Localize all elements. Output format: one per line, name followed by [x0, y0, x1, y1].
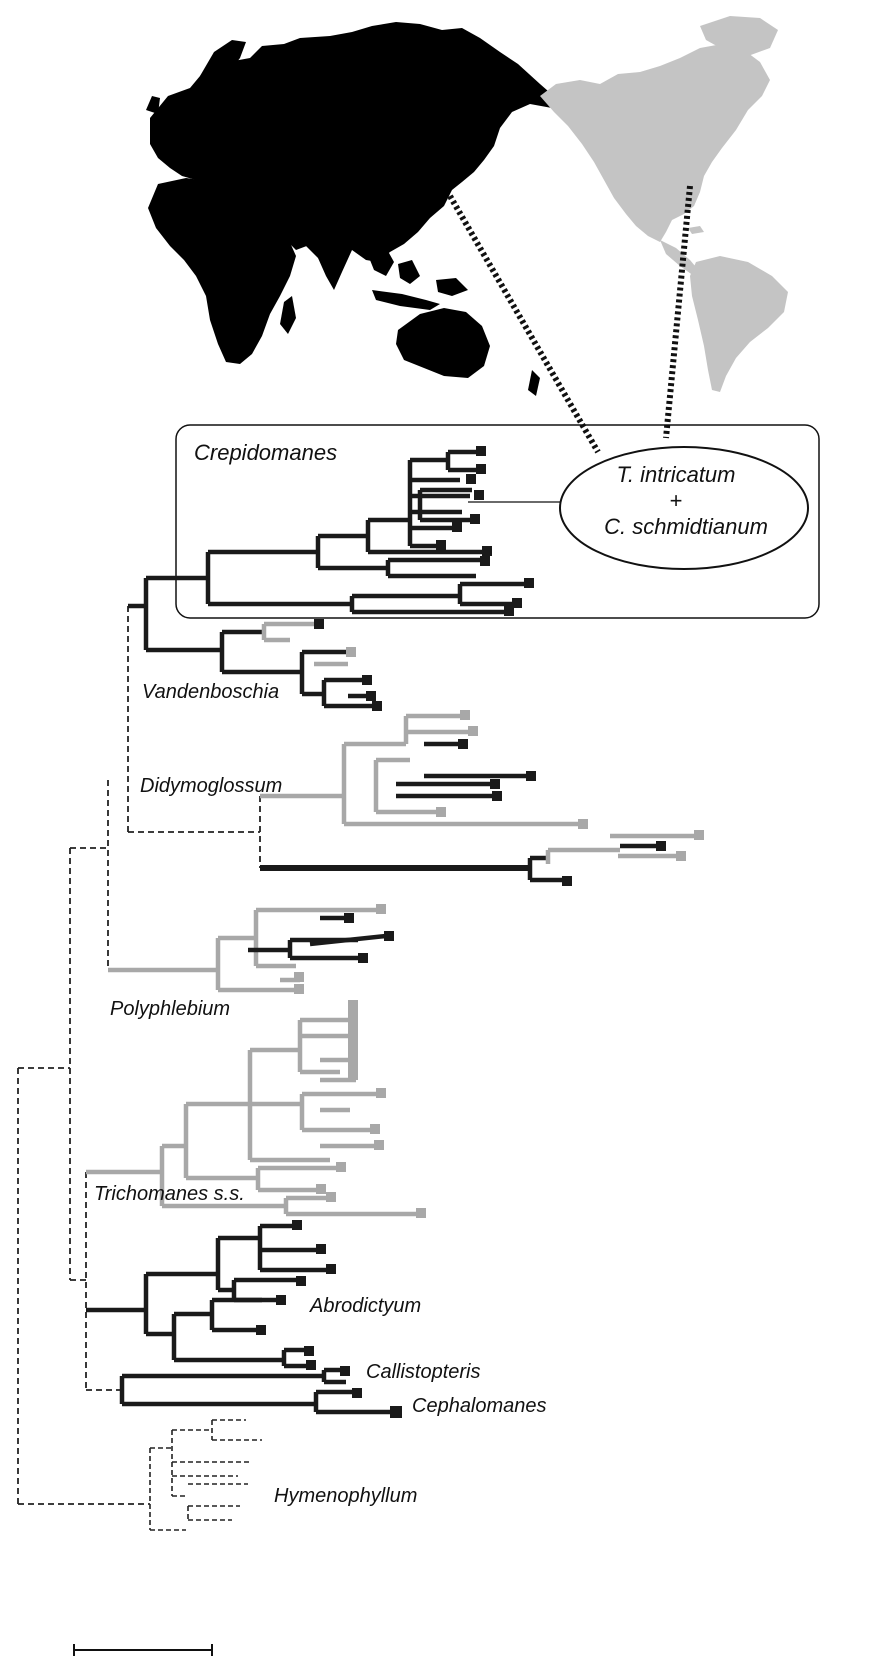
clade-abrodictyum — [86, 1223, 330, 1369]
label-callistopteris: Callistopteris — [366, 1361, 480, 1383]
clade-polyphlebium — [108, 907, 387, 993]
link-asia — [447, 194, 601, 454]
label-abrodictyum: Abrodictyum — [309, 1295, 421, 1317]
backbone — [17, 606, 261, 1505]
hybrid-line2: + — [670, 488, 683, 513]
cephalomanes-tips — [340, 1366, 402, 1418]
crepidomanes-box — [175, 424, 820, 619]
label-vandenboschia: Vandenboschia — [142, 681, 279, 703]
abrodictyum-tips — [256, 1220, 336, 1370]
label-didymoglossum: Didymoglossum — [140, 775, 282, 797]
hybrid-oval — [559, 446, 809, 570]
clade-didymoglossum — [260, 713, 700, 883]
trichomanes-tips — [316, 1000, 426, 1218]
hybrid-callout: T. intricatum + C. schmidtianum — [468, 446, 809, 570]
hybrid-line1: T. intricatum — [616, 462, 735, 487]
label-polyphlebium: Polyphlebium — [110, 998, 230, 1020]
clade-crepidomanes — [128, 449, 528, 653]
new-world-landmass — [540, 16, 788, 392]
label-crepidomanes: Crepidomanes — [194, 440, 337, 465]
label-trichomanes: Trichomanes s.s. — [94, 1183, 245, 1205]
world-map — [146, 16, 788, 396]
vandenboschia-tips — [314, 619, 382, 711]
label-cephalomanes: Cephalomanes — [412, 1395, 547, 1417]
crepidomanes-tips — [436, 446, 534, 616]
didymoglossum-tips — [436, 710, 704, 886]
clade-trichomanes — [86, 1017, 420, 1217]
dispersal-links — [447, 185, 693, 454]
link-america — [663, 185, 693, 439]
clade-labels: Crepidomanes Vandenboschia Didymoglossum… — [94, 440, 547, 1507]
polyphlebium-tips — [294, 904, 394, 994]
clade-vandenboschia — [219, 621, 378, 709]
clade-hymenophyllum — [149, 1419, 262, 1531]
hybrid-line3: C. schmidtianum — [604, 514, 768, 539]
old-world-landmass — [146, 22, 556, 396]
label-hymenophyllum: Hymenophyllum — [274, 1485, 417, 1507]
